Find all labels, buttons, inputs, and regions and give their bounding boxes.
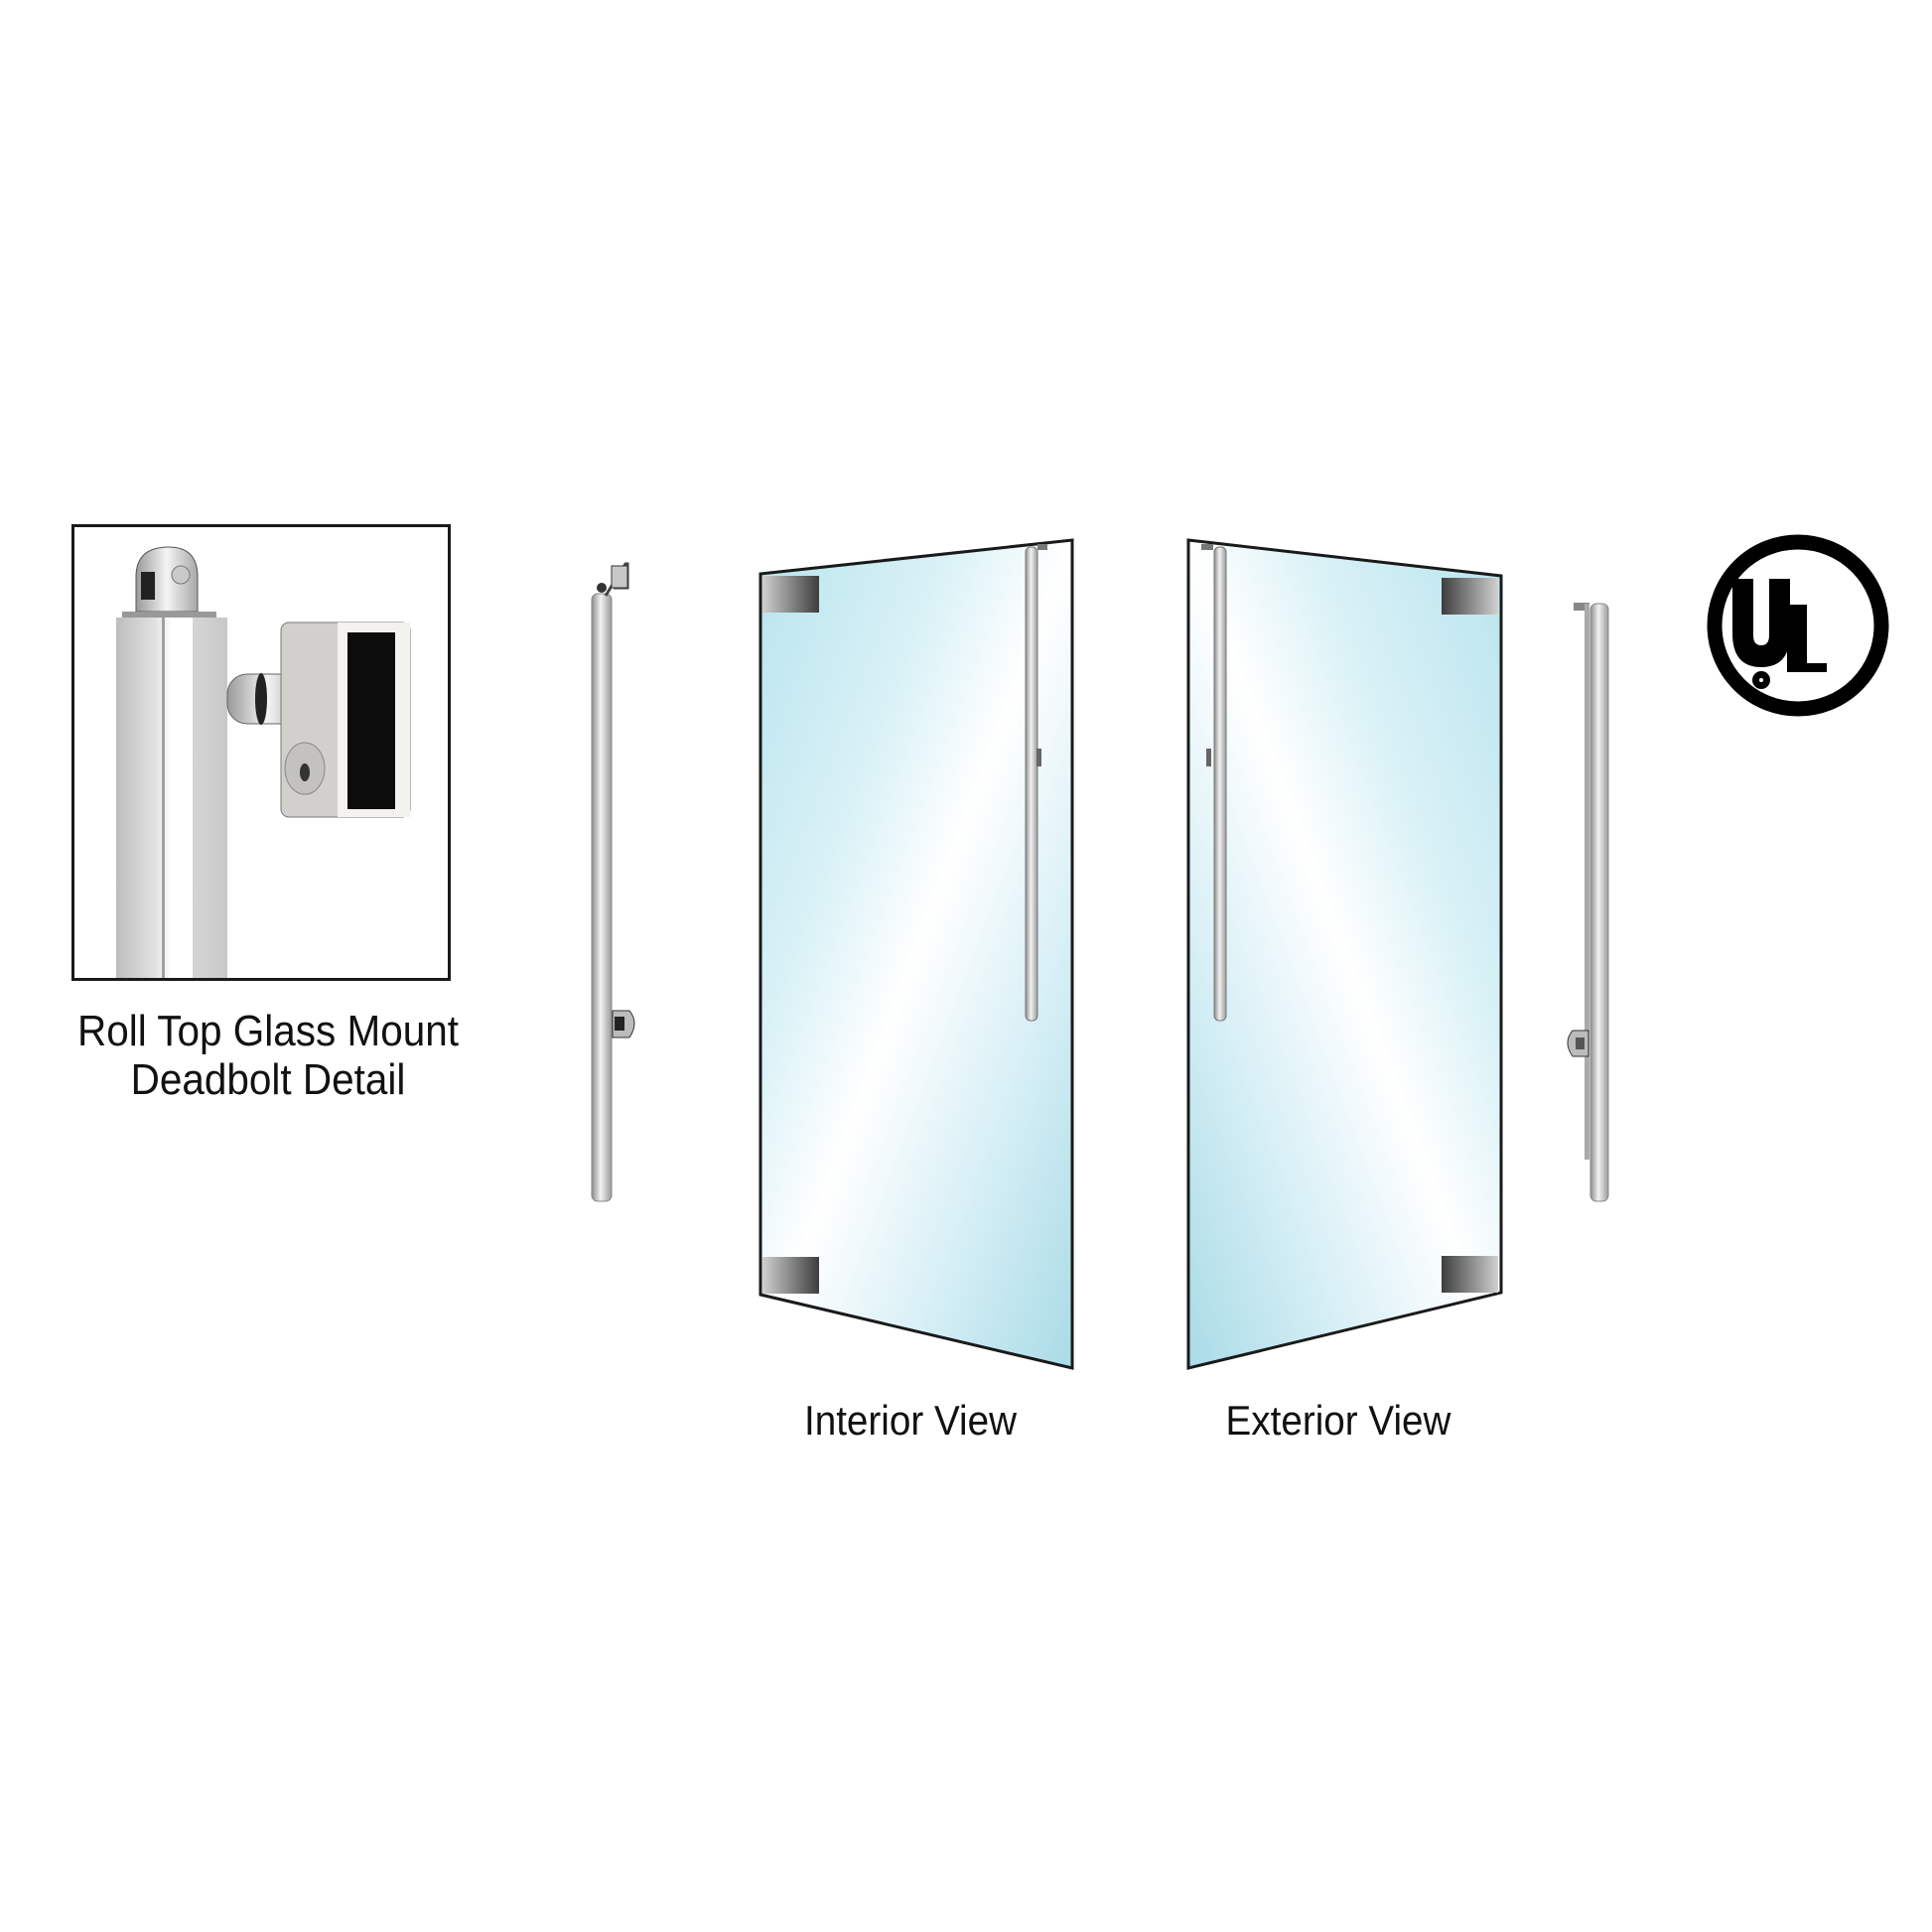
bottom-patch-fitting bbox=[762, 1257, 819, 1294]
top-patch-fitting bbox=[762, 576, 819, 613]
interior-door bbox=[759, 538, 1074, 1370]
exterior-view-label: Exterior View bbox=[1225, 1397, 1451, 1444]
interior-view-label: Interior View bbox=[803, 1397, 1018, 1444]
left-pull-handle bbox=[591, 562, 635, 1202]
ul-listed-logo-icon bbox=[1707, 534, 1889, 717]
detail-caption-line1: Roll Top Glass Mount bbox=[76, 1007, 459, 1055]
right-pull-handle bbox=[1567, 603, 1609, 1202]
top-patch-fitting bbox=[1442, 578, 1498, 615]
deadbolt-detail-image bbox=[71, 524, 451, 981]
roll-top-deadbolt-illustration bbox=[116, 546, 411, 978]
bottom-patch-fitting bbox=[1442, 1256, 1498, 1293]
exterior-door bbox=[1186, 538, 1503, 1370]
detail-caption-line2: Deadbolt Detail bbox=[130, 1055, 406, 1104]
